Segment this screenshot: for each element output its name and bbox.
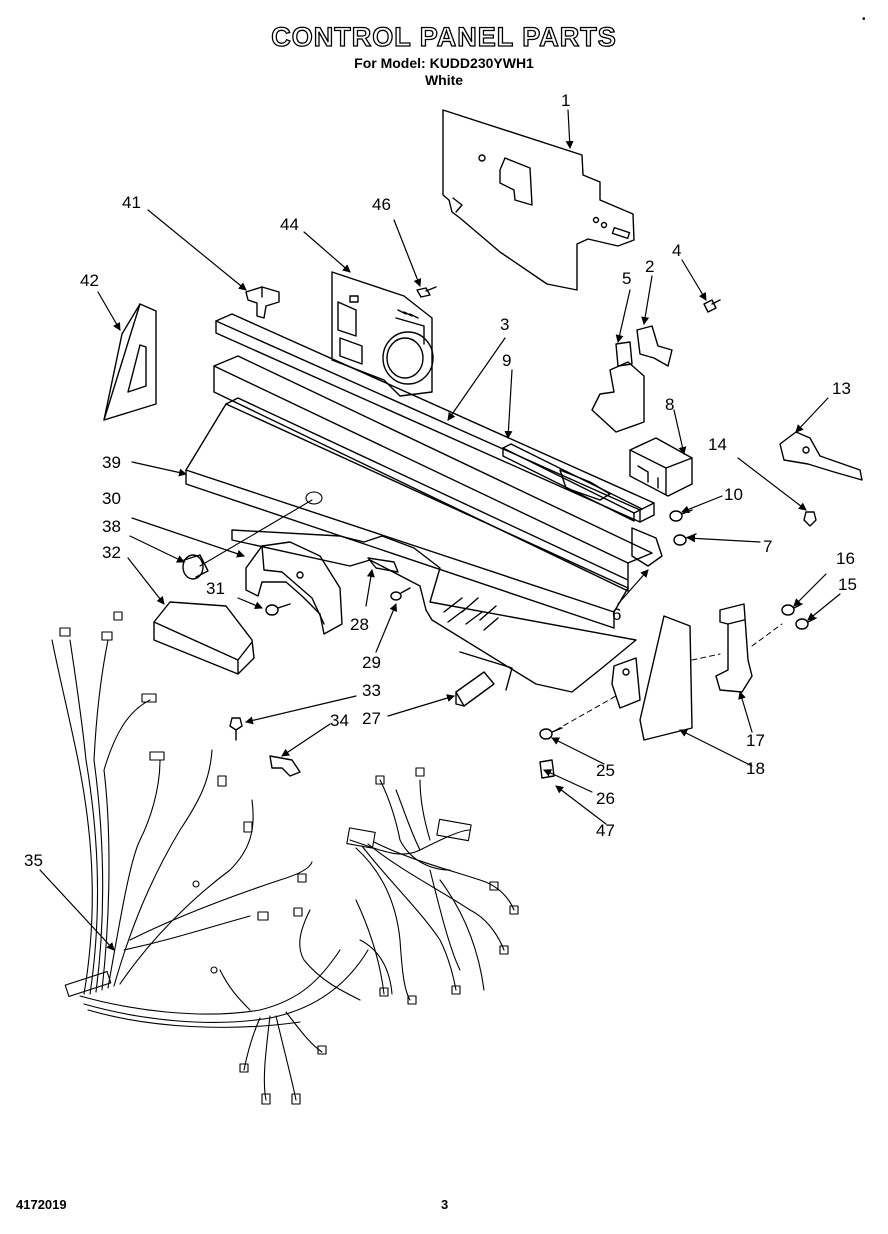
callout-5: 5: [622, 269, 631, 288]
callout-labels: 1 2 3 4 5 6 7 8 9 10 13 14 15 16 17 18 2…: [24, 91, 857, 870]
corner-mark: •: [862, 14, 866, 25]
part-13-latch: [779, 431, 863, 481]
leader-lines: [39, 109, 841, 951]
part-47-clip: [539, 759, 555, 779]
part-7-screw: [673, 533, 697, 546]
part-33-screw: [229, 717, 243, 741]
callout-31: 31: [206, 579, 225, 598]
part-14-screw: [803, 511, 817, 527]
control-panel-body: [185, 355, 653, 629]
part-42-end-cap: [103, 303, 157, 421]
document-number: 4172019: [16, 1197, 67, 1212]
callout-1: 1: [561, 91, 570, 110]
part-17-hinge-bracket: [715, 603, 753, 693]
callout-47: 47: [596, 821, 615, 840]
callout-10: 10: [724, 485, 743, 504]
part-1-panel-plate: [442, 109, 635, 291]
part-27-block: [455, 671, 495, 707]
callout-4: 4: [672, 241, 681, 260]
part-8-connector-block: [629, 437, 693, 497]
callout-42: 42: [80, 271, 99, 290]
callout-7: 7: [763, 537, 772, 556]
color-line: White: [424, 72, 464, 88]
callout-28: 28: [350, 615, 369, 634]
part-46-screw: [416, 286, 437, 298]
alignment-lines: [555, 623, 783, 731]
callout-6: 6: [612, 605, 621, 624]
callout-34: 34: [330, 711, 349, 730]
callout-14: 14: [708, 435, 727, 454]
part-39-lower-console: [231, 529, 637, 693]
callout-25: 25: [596, 761, 615, 780]
part-29-screw: [390, 587, 411, 601]
callout-16: 16: [836, 549, 855, 568]
part-35-wiring-harness: [51, 611, 519, 1105]
callout-33: 33: [362, 681, 381, 700]
callout-26: 26: [596, 789, 615, 808]
part-4-screw: [703, 299, 721, 313]
callout-39: 39: [102, 453, 121, 472]
part-32-indicator-housing: [153, 601, 255, 675]
callout-35: 35: [24, 851, 43, 870]
part-5-connector: [591, 341, 645, 433]
callout-15: 15: [838, 575, 857, 594]
callout-3: 3: [500, 315, 509, 334]
part-41-clip: [245, 286, 280, 319]
part-18-end-cap: [639, 615, 693, 741]
part-28-bracket: [367, 557, 399, 573]
callout-27: 27: [362, 709, 381, 728]
callout-29: 29: [362, 653, 381, 672]
callout-32: 32: [102, 543, 121, 562]
part-31-screw: [265, 603, 291, 616]
page-number: 3: [441, 1197, 449, 1212]
part-9-trim-strip: [502, 443, 643, 522]
callout-9: 9: [502, 351, 511, 370]
part-3-top-rail: [215, 313, 655, 523]
model-line: For Model: KUDD230YWH1: [354, 55, 534, 71]
callout-8: 8: [665, 395, 674, 414]
part-30-bracket: [245, 541, 343, 635]
callout-2: 2: [645, 257, 654, 276]
part-6-bracket: [631, 527, 663, 567]
callout-30: 30: [102, 489, 121, 508]
callout-18: 18: [746, 759, 765, 778]
part-16-screw: [781, 603, 803, 616]
callout-41: 41: [122, 193, 141, 212]
part-2-bracket: [636, 325, 673, 367]
part-38-knob: [182, 554, 209, 580]
page-title: CONTROL PANEL PARTS: [271, 21, 617, 52]
part-10-screw: [669, 509, 693, 522]
part-44-control-module: [331, 271, 434, 397]
callout-17: 17: [746, 731, 765, 750]
part-25-bracket: [611, 657, 641, 709]
leader-line-38: [199, 491, 323, 567]
callout-38: 38: [102, 517, 121, 536]
callout-46: 46: [372, 195, 391, 214]
callout-13: 13: [832, 379, 851, 398]
part-15-screw: [795, 617, 817, 630]
callout-44: 44: [280, 215, 299, 234]
part-26-screw: [539, 727, 563, 740]
part-34-clip: [269, 755, 301, 777]
